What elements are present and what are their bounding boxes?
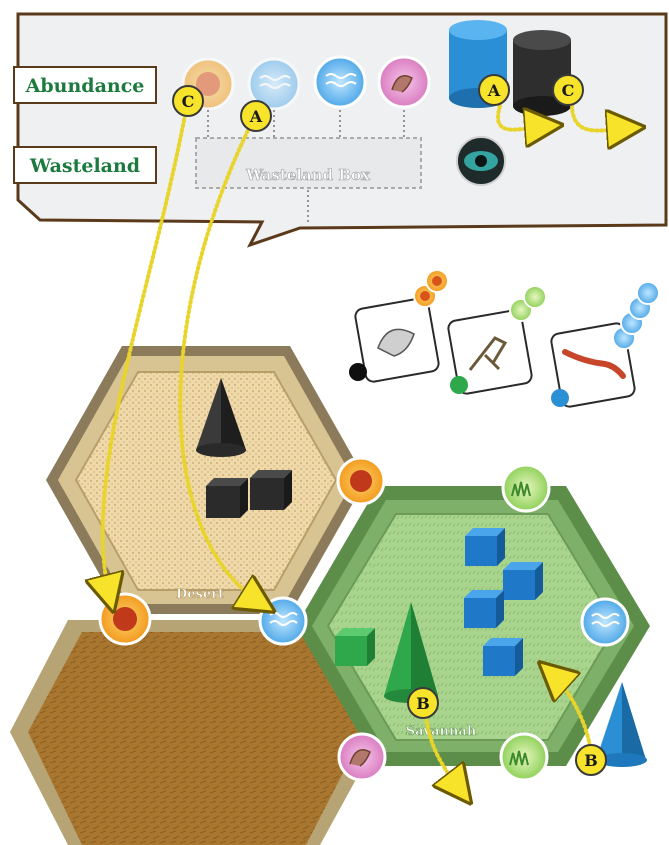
black-cube[interactable] [206,478,248,518]
animal-card-grub[interactable] [349,270,448,383]
svg-text:B: B [584,751,598,770]
animal-card-mantis[interactable] [447,286,546,395]
abundance-grub-icon[interactable] [379,57,429,107]
black-cube[interactable] [250,470,292,510]
desert-sun-bottom-icon[interactable] [100,594,150,644]
savannah-grass-top-icon[interactable] [503,465,549,511]
marker-a-cylinder: A [479,75,509,105]
abundance-label: Abundance [25,75,145,97]
desert-water-icon[interactable] [260,598,306,644]
card-water-icon [637,282,659,304]
svg-text:B: B [416,694,430,713]
green-cube[interactable] [335,628,375,666]
eye-icon[interactable] [457,137,505,185]
wasteland-label-box: Wasteland [14,147,156,183]
marker-a-wasteland: A [241,101,271,131]
wasteland-box[interactable]: Wasteland Box [196,138,421,188]
marker-b-cone: B [408,688,438,718]
savannah-label: Savannah [406,724,477,739]
savannah-grass-bottom-icon[interactable] [501,734,547,780]
blue-cube[interactable] [503,562,543,600]
svg-text:A: A [249,107,263,126]
svg-text:A: A [487,81,501,100]
svg-text:C: C [182,92,195,111]
marker-c-wasteland: C [173,86,203,116]
wasteland-label: Wasteland [29,155,140,177]
marker-c-cylinder: C [553,75,583,105]
savannah-grub-icon[interactable] [339,734,385,780]
desert-label: Desert [176,587,224,602]
blue-cube[interactable] [465,528,505,566]
animal-card-salamander[interactable] [550,282,659,408]
abundance-label-box: Abundance [14,67,156,103]
hex-tile-desert[interactable]: Desert [46,346,366,614]
abundance-water-icon[interactable] [315,57,365,107]
savannah-water-icon[interactable] [582,599,628,645]
marker-b-bottom: B [576,745,606,775]
card-grass-icon [524,286,546,308]
blue-cube[interactable] [483,638,523,676]
card-sun-icon [426,270,448,292]
wasteland-box-label: Wasteland Box [245,166,371,184]
svg-text:C: C [562,81,575,100]
blue-cube[interactable] [464,590,504,628]
desert-sun-icon[interactable] [338,458,384,504]
